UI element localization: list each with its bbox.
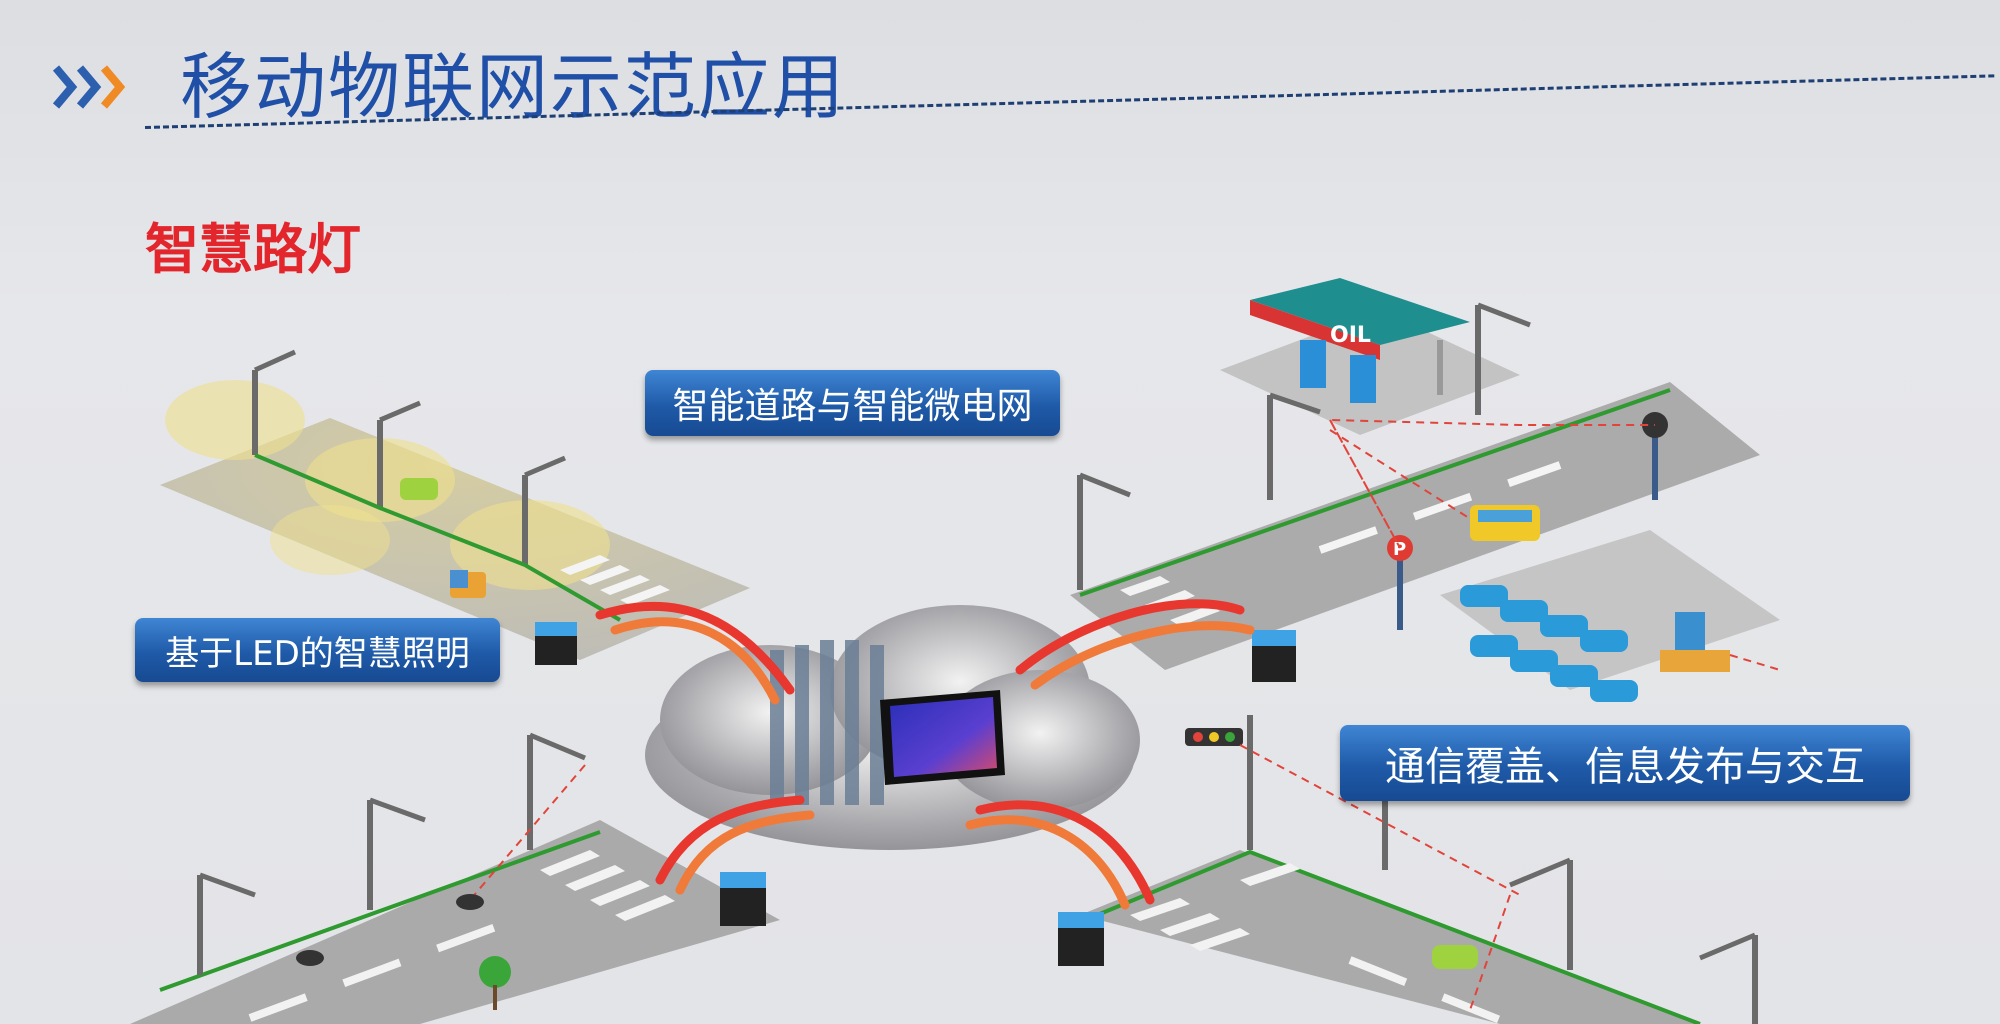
bottom-right-road-scene (1058, 715, 1758, 1024)
connection-arcs (595, 599, 1255, 910)
chevron-arrows-icon (52, 65, 126, 109)
gas-station-road-scene: OIL P (1070, 278, 1781, 702)
page-title: 移动物联网示范应用 (180, 45, 847, 129)
parking-sign: P (1393, 539, 1406, 560)
oil-sign: OIL (1330, 323, 1371, 348)
led-lighting-label: 基于LED的智慧照明 (135, 618, 500, 682)
bottom-left-road-scene (130, 732, 780, 1024)
communication-label: 通信覆盖、信息发布与交互 (1340, 725, 1910, 801)
led-road-scene (160, 349, 750, 665)
smart-grid-label: 智能道路与智能微电网 (645, 370, 1060, 436)
section-subtitle: 智慧路灯 (145, 218, 361, 281)
